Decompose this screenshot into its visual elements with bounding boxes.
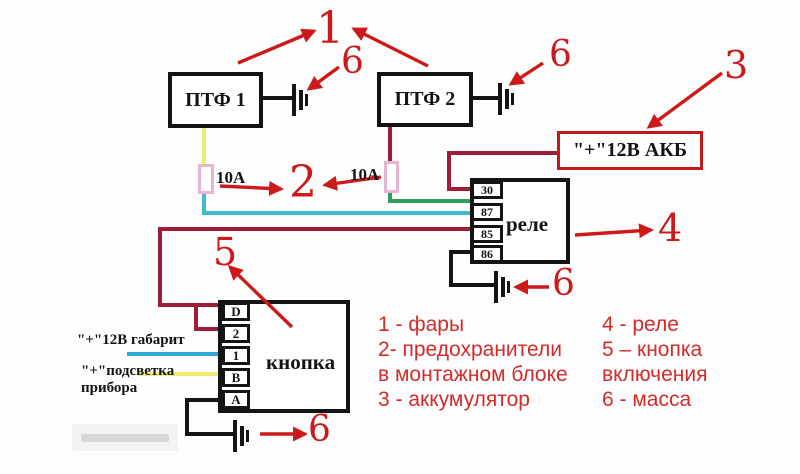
wire-cyan-vertical <box>202 192 206 215</box>
callout-6-ptf2: 6 <box>549 34 572 75</box>
wire-blue-parking-to-button-1 <box>127 352 224 356</box>
arrow-ptf2-to-1 <box>351 27 429 68</box>
relay-pin-86: 86 <box>471 245 503 263</box>
wire-red-relay-85-horizontal <box>158 227 472 231</box>
wire-red-battery-to-relay-30 <box>447 187 473 191</box>
wire-red-to-button-2 <box>194 327 224 331</box>
battery-label: "+"12В АКБ <box>572 139 688 161</box>
fog-lamp-2-box: ПТФ 2 <box>377 72 473 127</box>
arrow-ptf1-to-1 <box>237 28 317 65</box>
arrow-fuse-right-to-2 <box>322 175 382 191</box>
fuse-left-rating: 10А <box>216 168 246 187</box>
wire-green-vertical <box>388 191 392 203</box>
callout-6-ptf1: 6 <box>341 41 364 82</box>
arrow-button-to-5 <box>227 264 294 329</box>
arrow-relay-to-4 <box>574 223 654 239</box>
lead-ptf1-ground <box>261 96 292 100</box>
parking-light-wire-label: "+"12В габарит <box>77 332 185 348</box>
ground-icon-relay <box>494 271 511 303</box>
lead-relay-86-c <box>449 283 494 287</box>
illumination-wire-label-line1: "+"подсветка <box>81 363 175 379</box>
relay-pin-85: 85 <box>471 225 503 243</box>
relay-pin-87-label: 87 <box>481 205 493 219</box>
illumination-wire-label-line2: прибора <box>81 380 138 396</box>
button-pin-1-label: 1 <box>232 348 240 363</box>
fog-lamp-2-label: ПТФ 2 <box>394 88 456 110</box>
relay-pin-30-label: 30 <box>481 183 493 197</box>
arrow-6-to-ptf1-ground <box>306 65 341 91</box>
button-pin-D-label: D <box>231 304 241 319</box>
legend-line-2: 2- предохранители <box>378 338 563 361</box>
ground-icon-ptf1 <box>292 84 309 116</box>
fuse-right <box>384 161 399 193</box>
legend-line-5b: включения <box>602 363 708 386</box>
watermark-text-blur <box>81 434 169 442</box>
button-pin-B-label: B <box>231 370 241 385</box>
callout-4: 4 <box>658 206 683 250</box>
legend-line-6: 6 - масса <box>602 388 692 411</box>
fuse-left <box>198 164 214 194</box>
callout-6-relay: 6 <box>552 263 575 304</box>
button-pin-D: D <box>222 302 250 321</box>
wire-red-battery-horizontal <box>447 151 557 155</box>
callout-1: 1 <box>316 3 344 54</box>
arrow-6-to-ptf2-ground <box>508 61 544 86</box>
callout-6-button: 6 <box>308 409 331 450</box>
legend-line-2b: в монтажном блоке <box>378 363 568 386</box>
wire-red-relay-85-vertical <box>158 227 162 307</box>
fog-lamp-1-label: ПТФ 1 <box>185 88 246 111</box>
wire-red-to-button-D <box>158 303 222 307</box>
relay-pin-85-label: 85 <box>481 227 493 241</box>
relay-pin-87: 87 <box>471 203 503 221</box>
legend-line-1: 1 - фары <box>378 313 465 336</box>
wire-cyan-to-relay-87 <box>202 211 472 215</box>
button-pin-B: B <box>222 368 250 387</box>
callout-5: 5 <box>213 230 238 274</box>
button-pin-2: 2 <box>222 324 250 343</box>
legend-line-5: 5 – кнопка <box>602 338 703 361</box>
wire-yellow-illumination-to-button-B <box>138 372 224 376</box>
lead-button-A-b <box>185 398 189 436</box>
legend-line-3: 3 - аккумулятор <box>378 388 530 411</box>
wire-yellow-ptf1-to-fuse <box>202 126 206 166</box>
relay-pin-86-label: 86 <box>481 247 493 261</box>
wire-green-to-relay-87 <box>388 199 472 203</box>
button-pin-1: 1 <box>222 346 250 365</box>
lead-relay-86-a <box>449 250 471 254</box>
lead-relay-86-b <box>449 250 453 287</box>
legend-line-4: 4 - реле <box>602 313 679 336</box>
ground-icon-button <box>233 420 250 452</box>
arrow-3-to-battery <box>646 71 724 129</box>
fog-lamp-1-box: ПТФ 1 <box>168 72 263 128</box>
lead-ptf2-ground <box>471 96 498 100</box>
lead-button-A-a <box>185 398 222 402</box>
ground-icon-ptf2 <box>498 83 515 115</box>
wire-red-battery-vertical <box>447 151 451 191</box>
callout-2: 2 <box>289 157 317 208</box>
battery-box: "+"12В АКБ <box>557 131 703 170</box>
fuse-right-rating: 10А <box>350 165 380 184</box>
relay-pin-30: 30 <box>471 181 503 199</box>
watermark <box>72 424 178 451</box>
lead-button-A-c <box>185 432 233 436</box>
arrow-fuse-left-to-2 <box>219 180 284 196</box>
button-pin-A: A <box>222 390 250 409</box>
button-pin-2-label: 2 <box>232 326 240 341</box>
button-label: кнопка <box>266 350 336 374</box>
wire-red-ptf2-to-fuse <box>388 125 392 163</box>
wire-red-branch-vertical <box>194 303 198 331</box>
callout-3: 3 <box>724 43 749 87</box>
relay-label: реле <box>506 212 549 236</box>
button-pin-A-label: A <box>231 392 241 407</box>
